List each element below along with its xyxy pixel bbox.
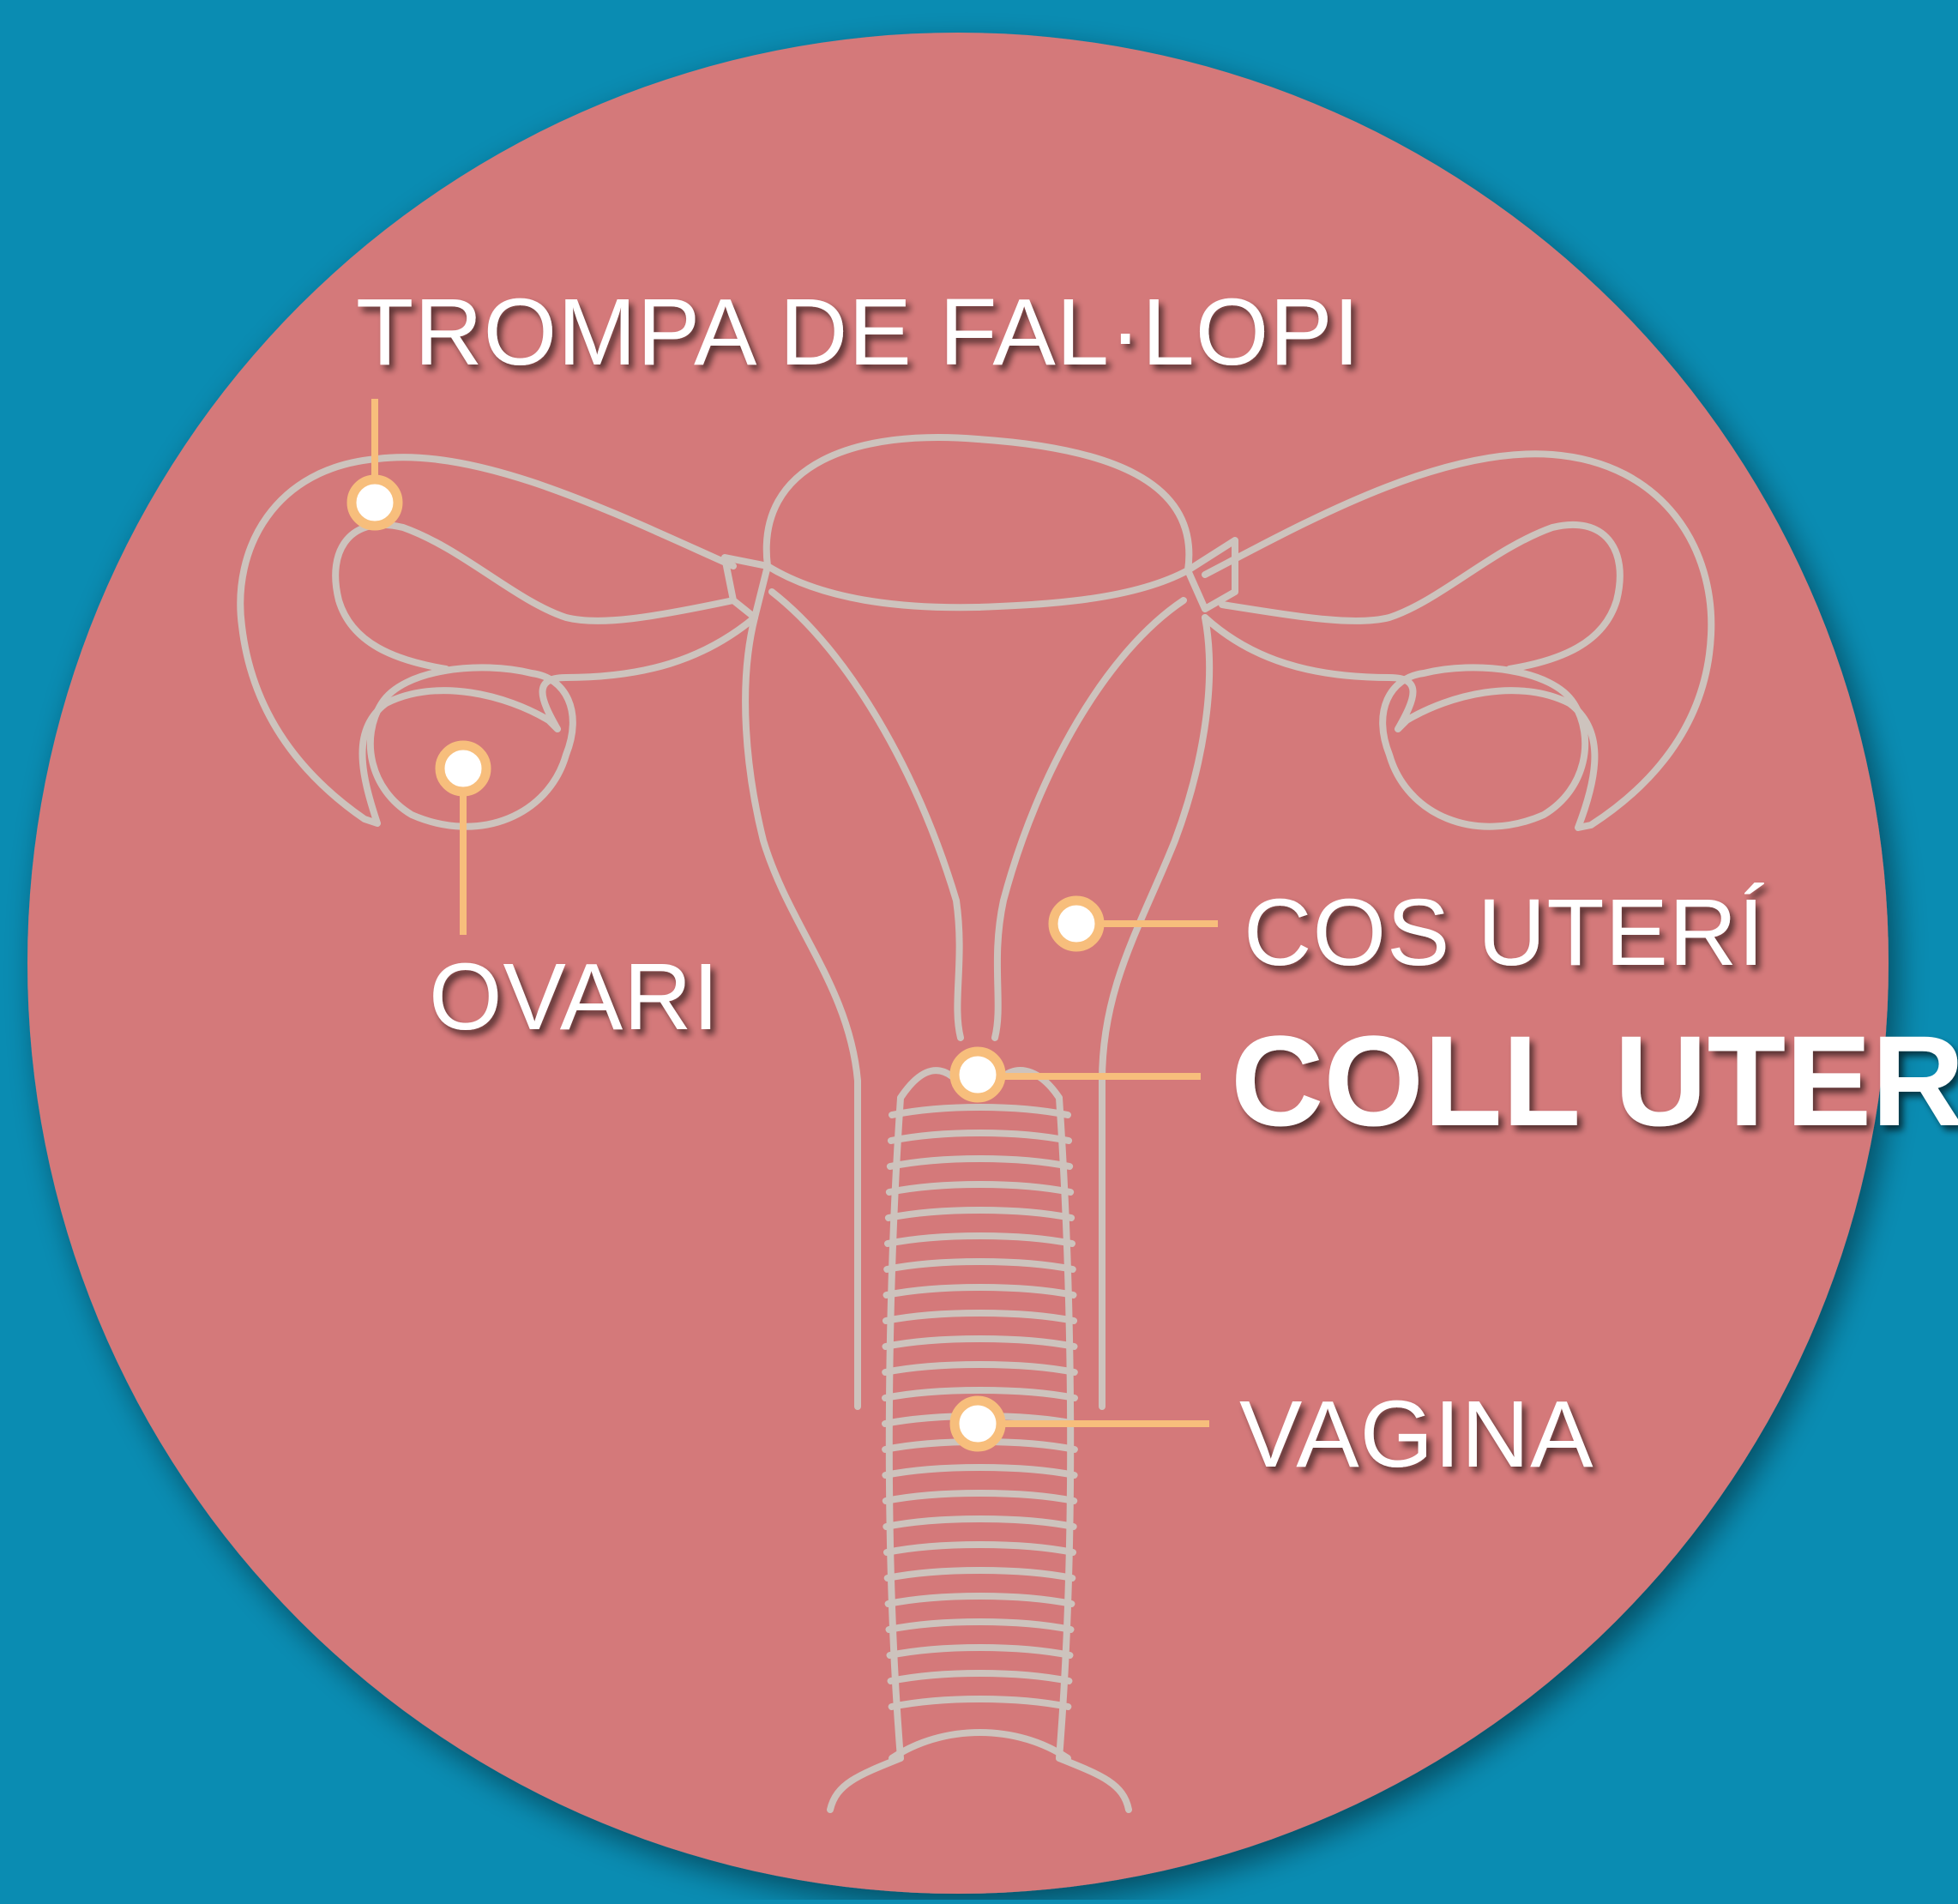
fallopian-tube-marker	[352, 479, 398, 526]
cervix-marker	[955, 1051, 1001, 1098]
label-fallopian-tube: TROMPA DE FAL·LOPI	[356, 280, 1360, 385]
ovary-marker	[440, 745, 486, 792]
vagina-marker	[955, 1401, 1001, 1447]
label-cervix: COLL UTERÍ	[1231, 1009, 1958, 1153]
uterus-body-marker	[1053, 901, 1099, 947]
label-vagina: VAGINA	[1239, 1382, 1594, 1487]
label-ovary: OVARI	[429, 944, 720, 1050]
label-uterus-body: COS UTERÍ	[1244, 880, 1765, 985]
